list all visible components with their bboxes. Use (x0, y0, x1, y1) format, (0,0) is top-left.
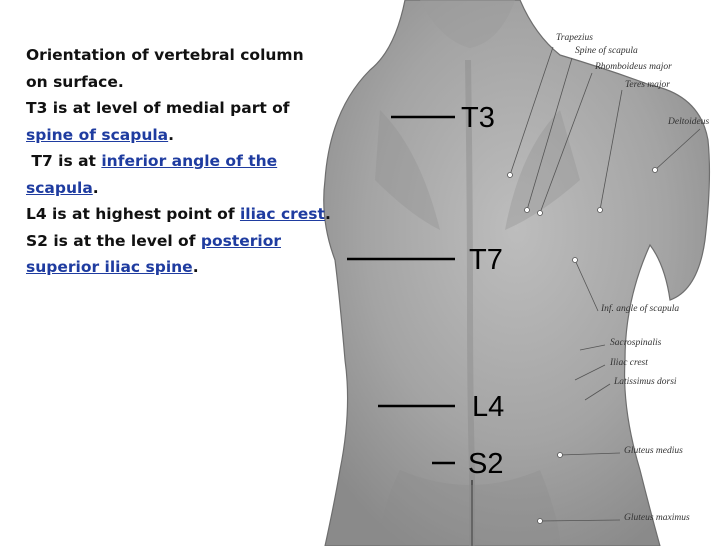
gluteal-shade (380, 470, 560, 546)
scapula-link[interactable]: scapula (26, 178, 93, 197)
torso-silhouette (323, 0, 711, 546)
label-inf-angle-scapula: Inf. angle of scapula (601, 304, 680, 314)
label-sacrospinalis: Sacrospinalis (610, 338, 662, 348)
t7-text: T7 is at (26, 152, 102, 170)
s2-suffix: . (192, 258, 199, 276)
level-label-s2: S2 (468, 448, 504, 480)
label-spine-of-scapula: Spine of scapula (575, 46, 638, 56)
scapula-shade-left (375, 110, 440, 230)
neck-shade (420, 0, 515, 48)
caption-line-s2: S2 is at the level of posterior (26, 228, 376, 255)
s2-text: S2 is at the level of (26, 231, 201, 250)
caption-line-title-1: Orientation of vertebral column (26, 46, 304, 64)
label-iliac-crest: Iliac crest (610, 358, 648, 368)
caption-line-t7-b: scapula. (26, 175, 376, 202)
t3-suffix: . (168, 125, 175, 144)
level-label-t3: T3 (461, 102, 495, 134)
t3-text: T3 is at level of medial part of (26, 99, 290, 117)
inferior-angle-link[interactable]: inferior angle of the (101, 152, 278, 170)
level-label-t7: T7 (469, 244, 503, 276)
posterior-superior-iliac-spine-link[interactable]: superior iliac spine (26, 258, 193, 276)
caption-text: Orientation of vertebral column on surfa… (26, 42, 376, 281)
label-latissimus-dorsi: Latissimus dorsi (614, 377, 677, 387)
label-trapezius: Trapezius (556, 33, 593, 43)
caption-line-s2-b: superior iliac spine. (26, 254, 376, 281)
spine-of-scapula-link[interactable]: spine of scapula (26, 125, 169, 144)
label-gluteus-maximus: Gluteus maximus (624, 513, 690, 523)
caption-line-l4: L4 is at highest point of iliac crest. (26, 201, 376, 228)
label-gluteus-medius: Gluteus medius (624, 446, 683, 456)
spine-groove (465, 59, 475, 546)
label-rhomboideus-major: Rhomboideus major (595, 62, 672, 72)
level-label-l4: L4 (472, 391, 505, 423)
caption-line-t3-link: spine of scapula. (26, 122, 376, 149)
leader-dots (507, 167, 658, 524)
label-teres-major: Teres major (625, 80, 670, 90)
scapula-shade-right (505, 110, 580, 230)
iliac-crest-link[interactable]: iliac crest (239, 205, 325, 223)
caption-line-t3: T3 is at level of medial part of (26, 95, 376, 122)
t7-suffix: . (92, 178, 99, 197)
label-deltoideus: Deltoideus (668, 117, 710, 127)
caption-line-t7: T7 is at inferior angle of the (26, 148, 376, 175)
leader-lines (509, 46, 701, 522)
l4-text: L4 is at highest point of (26, 205, 240, 223)
caption-line-title-2: on surface. (26, 72, 124, 91)
posterior-link[interactable]: posterior (200, 231, 281, 250)
l4-suffix: . (324, 205, 331, 223)
